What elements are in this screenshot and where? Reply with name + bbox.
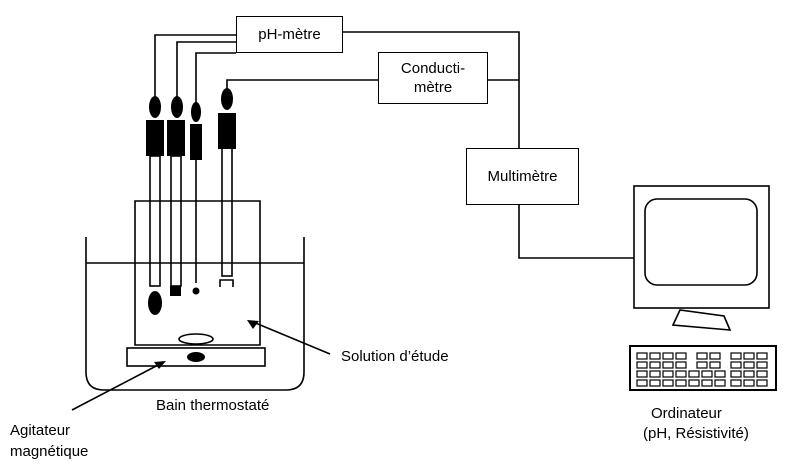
- electrode-2-cap: [167, 120, 185, 156]
- ph-meter-box: pH-mètre: [236, 16, 343, 53]
- computer-monitor: [633, 185, 770, 309]
- ph-cable-1: [154, 34, 236, 98]
- solution-label: Solution d’étude: [341, 348, 449, 365]
- inner-beaker: [134, 200, 261, 346]
- keyboard-keys: [636, 352, 768, 387]
- electrode-1-stem: [149, 155, 161, 287]
- electrode-3-head: [191, 102, 201, 122]
- stirrer-arrowhead: [154, 361, 166, 369]
- electrode-2-stem: [170, 155, 182, 287]
- electrode-3-cap: [190, 124, 202, 160]
- solution-arrowhead: [247, 320, 259, 329]
- solution-arrow: [252, 321, 331, 355]
- ph-to-multimeter-wire: [343, 31, 520, 148]
- computer-label-line2: (pH, Résistivité): [643, 425, 749, 442]
- conductimeter-label-line1: Conducti-: [400, 60, 466, 77]
- electrode-2-tip: [170, 286, 181, 296]
- stirrer-label-line2: magnétique: [10, 443, 89, 460]
- conductivity-cell-tip: [219, 279, 234, 287]
- ph-cable-3: [195, 52, 236, 105]
- magnetic-stirrer-plate: [126, 347, 266, 367]
- multimeter-label: Multimètre: [487, 168, 558, 185]
- electrode-4-head: [221, 88, 233, 110]
- ph-cable-2: [176, 41, 236, 98]
- bath-label: Bain thermostaté: [156, 397, 270, 414]
- computer-keyboard: [629, 345, 777, 391]
- computer-screen: [644, 198, 758, 286]
- stirrer-arrow: [71, 363, 161, 411]
- electrode-4-cap: [218, 113, 236, 149]
- stirrer-label-line1: Agitateur: [10, 422, 71, 439]
- electrode-1-bulb: [148, 291, 162, 315]
- computer-label-line1: Ordinateur: [651, 405, 722, 422]
- thermostatic-bath: [85, 237, 305, 391]
- ph-meter-label: pH-mètre: [258, 26, 321, 43]
- stir-bar-outline: [178, 333, 214, 345]
- electrode-2-head: [171, 96, 183, 118]
- conductimeter-label-line2: mètre: [413, 79, 453, 96]
- electrode-4-stem: [221, 147, 233, 277]
- magnetic-stir-bar: [187, 352, 205, 362]
- multimeter-box: Multimètre: [466, 148, 579, 205]
- computer-stand: [671, 309, 732, 331]
- conductivity-cable: [226, 79, 378, 90]
- multimeter-to-computer-wire: [518, 205, 634, 259]
- electrode-3-tip: [192, 287, 200, 295]
- conductimeter-box: Conducti- mètre: [378, 52, 488, 104]
- electrode-1-head: [149, 96, 161, 118]
- electrode-1-cap: [146, 120, 164, 156]
